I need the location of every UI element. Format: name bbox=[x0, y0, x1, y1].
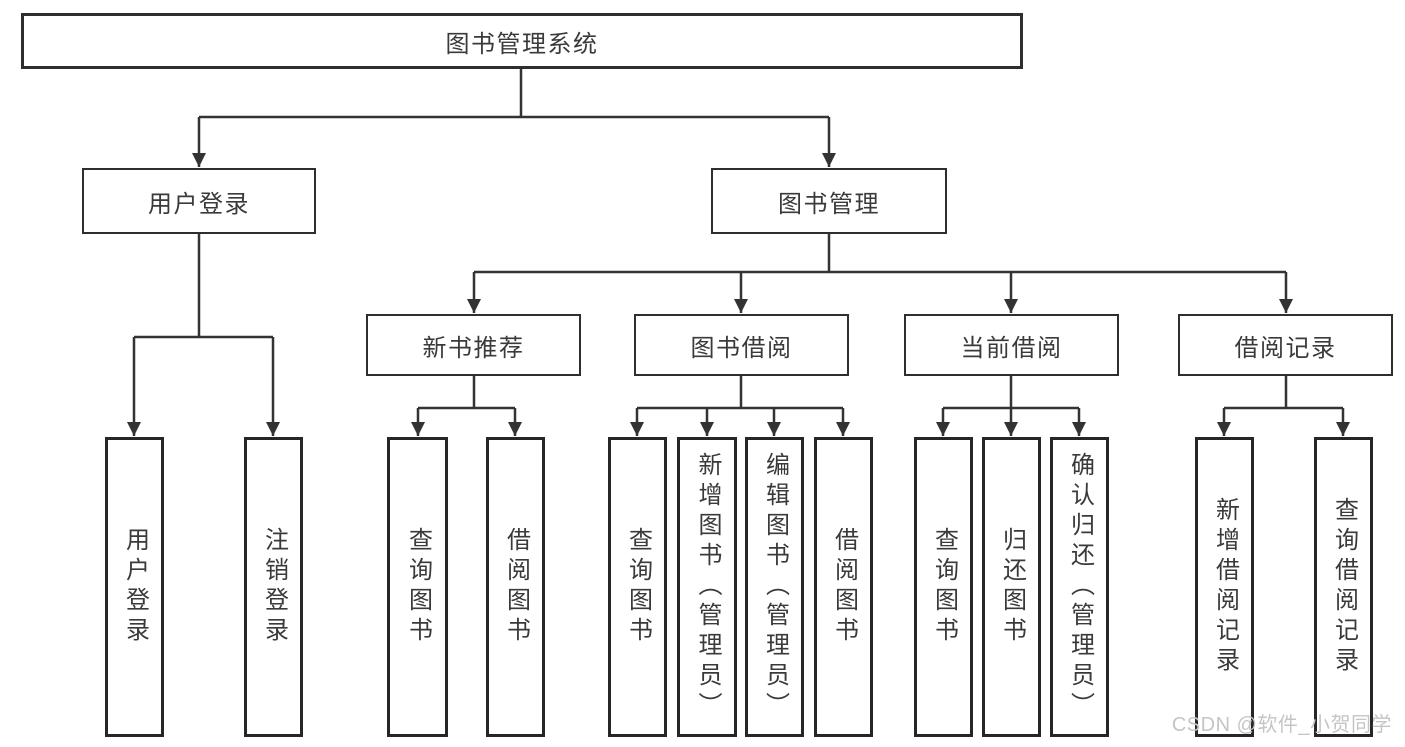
borrow-record-bus bbox=[1224, 376, 1343, 410]
node-label: 图书管理系统 bbox=[445, 30, 599, 58]
node-label: 图书管理 bbox=[778, 190, 880, 218]
node-library-system: 图书管理系统 bbox=[21, 13, 1023, 69]
leaf-label: 借阅图书 bbox=[502, 527, 530, 647]
leaf-label: 归还图书 bbox=[998, 527, 1026, 647]
leaf-label: 注销登录 bbox=[260, 527, 288, 647]
leaf-label: 新增借阅记录 bbox=[1211, 497, 1239, 677]
leaf-label: 查询借阅记录 bbox=[1330, 497, 1358, 677]
level2-bus bbox=[199, 69, 829, 119]
node-label: 新书推荐 bbox=[422, 334, 525, 362]
leaf-logout: 注销登录 bbox=[244, 437, 303, 737]
current-borrow-bus bbox=[943, 376, 1079, 410]
node-new-book-recommend: 新书推荐 bbox=[366, 314, 581, 376]
leaf-label: 查询图书 bbox=[930, 527, 958, 647]
node-book-management: 图书管理 bbox=[711, 168, 947, 234]
leaf-confirm-return-admin: 确认归还（管理员） bbox=[1050, 437, 1109, 737]
leaf-user-login: 用户登录 bbox=[105, 437, 164, 737]
leaf-borrow-books-recommend: 借阅图书 bbox=[486, 437, 545, 737]
book-borrow-bus bbox=[637, 376, 843, 410]
node-label: 图书借阅 bbox=[690, 334, 793, 362]
node-label: 用户登录 bbox=[148, 190, 250, 218]
csdn-watermark: CSDN @软件_小贺同学 bbox=[1171, 714, 1392, 736]
node-user-login: 用户登录 bbox=[82, 168, 316, 234]
leaf-label: 用户登录 bbox=[121, 527, 149, 647]
leaf-query-books-current: 查询图书 bbox=[914, 437, 973, 737]
leaf-query-books-recommend: 查询图书 bbox=[387, 437, 448, 737]
user-login-bus bbox=[134, 234, 273, 339]
node-borrowing-records: 借阅记录 bbox=[1178, 314, 1393, 376]
leaf-return-books: 归还图书 bbox=[982, 437, 1041, 737]
leaf-query-books-borrow: 查询图书 bbox=[608, 437, 667, 737]
leaf-edit-books-admin: 编辑图书（管理员） bbox=[745, 437, 804, 737]
node-label: 当前借阅 bbox=[960, 334, 1063, 362]
leaf-add-books-admin: 新增图书（管理员） bbox=[677, 437, 737, 737]
leaf-borrow-books: 借阅图书 bbox=[814, 437, 873, 737]
node-current-borrowing: 当前借阅 bbox=[904, 314, 1119, 376]
new-book-bus bbox=[418, 376, 515, 410]
leaf-label: 查询图书 bbox=[404, 527, 432, 647]
leaf-add-borrow-record: 新增借阅记录 bbox=[1195, 437, 1254, 737]
leaf-label: 编辑图书（管理员） bbox=[761, 452, 789, 722]
leaf-label: 新增图书（管理员） bbox=[694, 452, 721, 722]
node-book-borrowing: 图书借阅 bbox=[634, 314, 849, 376]
node-label: 借阅记录 bbox=[1234, 334, 1337, 362]
leaf-label: 借阅图书 bbox=[830, 527, 858, 647]
level3-bus bbox=[474, 234, 1286, 274]
leaf-label: 查询图书 bbox=[624, 527, 652, 647]
leaf-query-borrow-record: 查询借阅记录 bbox=[1314, 437, 1373, 737]
leaf-label: 确认归还（管理员） bbox=[1066, 452, 1094, 722]
